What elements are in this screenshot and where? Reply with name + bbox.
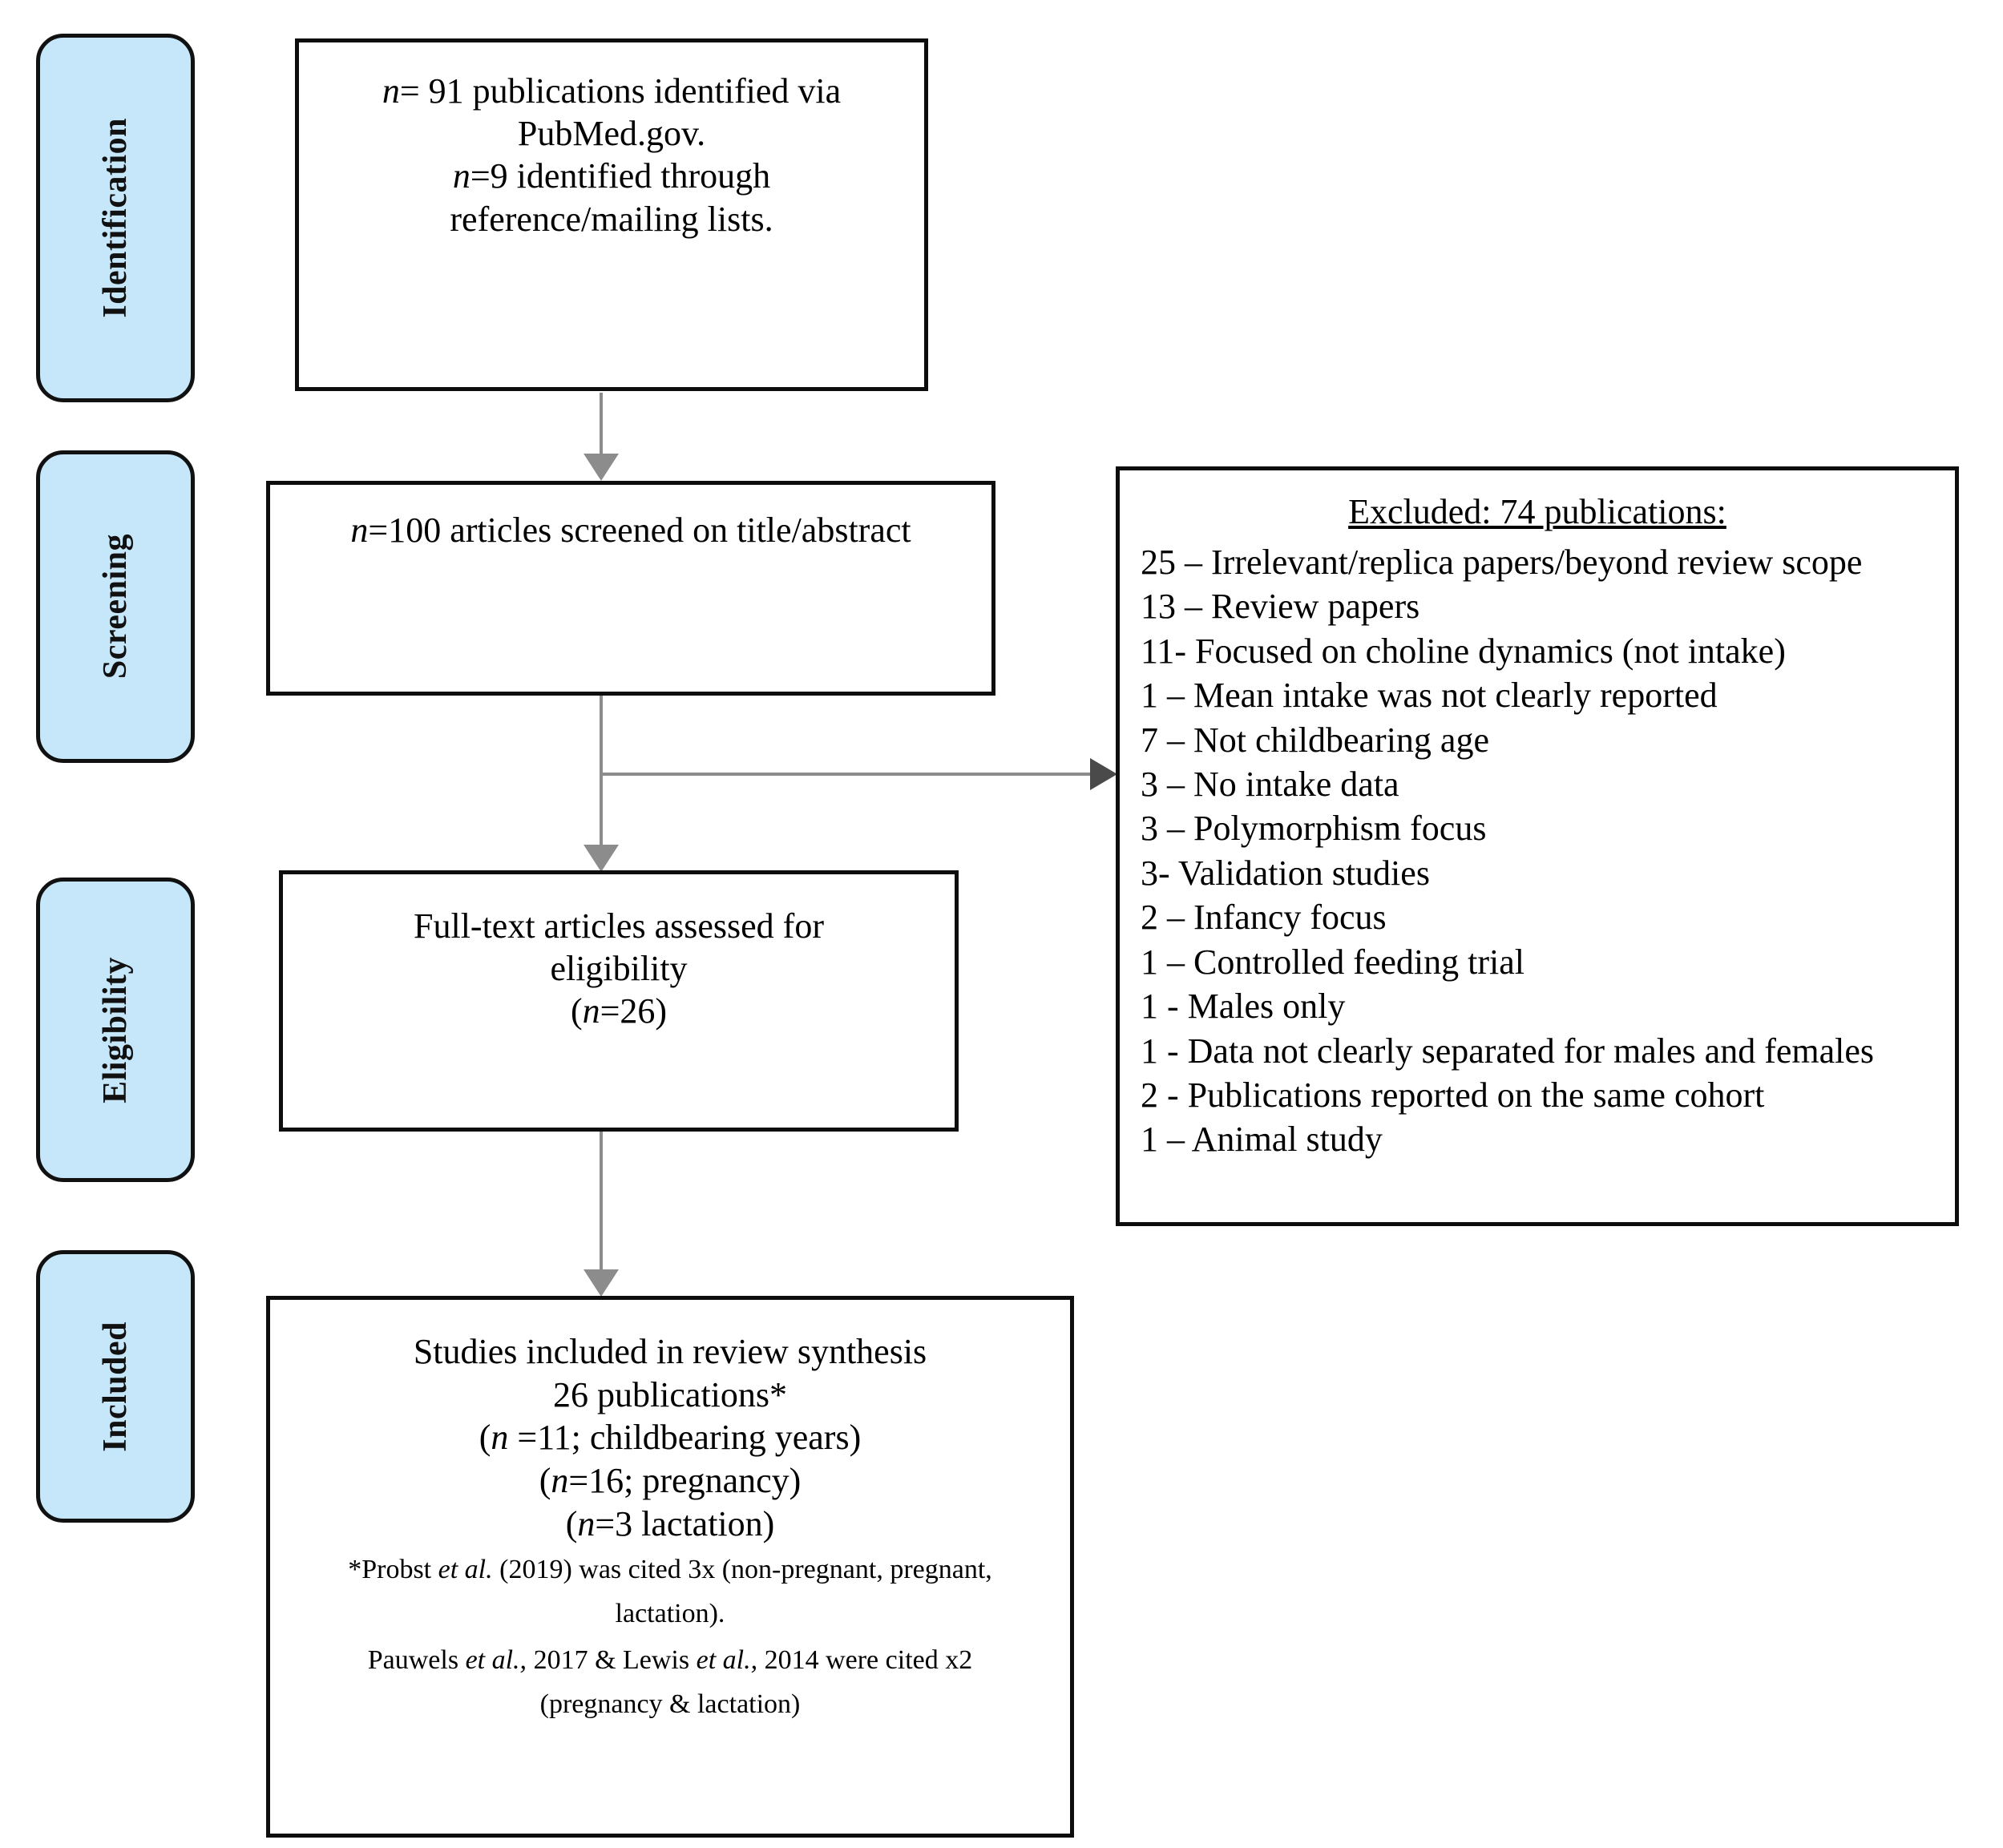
screening-box-text: n=100 articles screened on title/abstrac… (270, 485, 991, 551)
included-line-3: (n =11; childbearing years) (479, 1418, 862, 1458)
connector-line-vertical (600, 393, 603, 462)
stage-pill-eligibility: Eligibility (36, 878, 195, 1182)
excluded-box: Excluded: 74 publications: 25 – Irreleva… (1116, 466, 1959, 1226)
excluded-reason-item: 3 – No intake data (1141, 764, 1399, 804)
stage-label-screening: Screening (97, 534, 134, 680)
identification-line-3: n=9 identified through (452, 156, 771, 196)
arrow-right-icon (1090, 758, 1117, 790)
connector-line-horizontal (601, 773, 1095, 776)
excluded-box-title: Excluded: 74 publications: (1348, 492, 1726, 531)
stage-label-included: Included (97, 1321, 134, 1452)
excluded-reason-item: 13 – Review papers (1141, 587, 1420, 627)
stage-label-identification: Identification (97, 118, 134, 318)
stage-pill-screening: Screening (36, 450, 195, 763)
excluded-reasons-list: 25 – Irrelevant/replica papers/beyond re… (1120, 534, 1955, 1162)
screening-box: n=100 articles screened on title/abstrac… (266, 481, 995, 696)
screening-line-1: n=100 articles screened on title/abstrac… (350, 510, 911, 550)
included-line-5: (n=3 lactation) (565, 1503, 775, 1543)
arrow-down-icon (584, 845, 619, 872)
stage-pill-included: Included (36, 1250, 195, 1523)
excluded-reason-item: 25 – Irrelevant/replica papers/beyond re… (1141, 542, 1863, 582)
identification-box-text: n= 91 publications identified via PubMed… (299, 42, 924, 240)
stage-pill-identification: Identification (36, 34, 195, 402)
excluded-reason-item: 7 – Not childbearing age (1141, 720, 1489, 760)
excluded-reason-item: 3 – Polymorphism focus (1141, 809, 1487, 849)
eligibility-line-1: Full-text articles assessed for (414, 906, 824, 946)
identification-line-4: reference/mailing lists. (450, 199, 773, 239)
identification-line-2: PubMed.gov. (517, 114, 706, 154)
eligibility-line-3: (n=26) (570, 991, 668, 1031)
arrow-down-icon (584, 1269, 619, 1297)
excluded-reason-item: 1 – Controlled feeding trial (1141, 942, 1524, 982)
arrow-down-icon (584, 454, 619, 481)
identification-line-1: n= 91 publications identified via (382, 71, 842, 111)
identification-box: n= 91 publications identified via PubMed… (295, 38, 928, 391)
excluded-reason-item: 1 - Males only (1141, 987, 1346, 1027)
eligibility-box: Full-text articles assessed for eligibil… (279, 870, 959, 1132)
included-line-2: 26 publications* (552, 1374, 788, 1414)
eligibility-box-text: Full-text articles assessed for eligibil… (283, 874, 955, 1033)
stage-label-eligibility: Eligibility (97, 956, 134, 1104)
excluded-reason-item: 1 – Mean intake was not clearly reported (1141, 676, 1718, 716)
excluded-reason-item: 11- Focused on choline dynamics (not int… (1141, 631, 1786, 671)
included-line-1: Studies included in review synthesis (413, 1332, 927, 1371)
excluded-reason-item: 2 - Publications reported on the same co… (1141, 1075, 1765, 1116)
included-box-text: Studies included in review synthesis 26 … (270, 1300, 1070, 1545)
included-footnote-1: *Probst et al. (2019) was cited 3x (non-… (348, 1555, 992, 1628)
excluded-reason-item: 1 – Animal study (1141, 1120, 1383, 1160)
eligibility-line-2: eligibility (550, 949, 688, 989)
included-footnote-2: Pauwels et al., 2017 & Lewis et al., 201… (367, 1645, 973, 1719)
excluded-reason-item: 1 - Data not clearly separated for males… (1141, 1031, 1875, 1071)
connector-line-vertical (600, 1132, 603, 1271)
excluded-reason-item: 2 – Infancy focus (1141, 898, 1387, 938)
excluded-reason-item: 3- Validation studies (1141, 853, 1430, 893)
included-box: Studies included in review synthesis 26 … (266, 1296, 1074, 1838)
included-line-4: (n=16; pregnancy) (539, 1461, 802, 1501)
